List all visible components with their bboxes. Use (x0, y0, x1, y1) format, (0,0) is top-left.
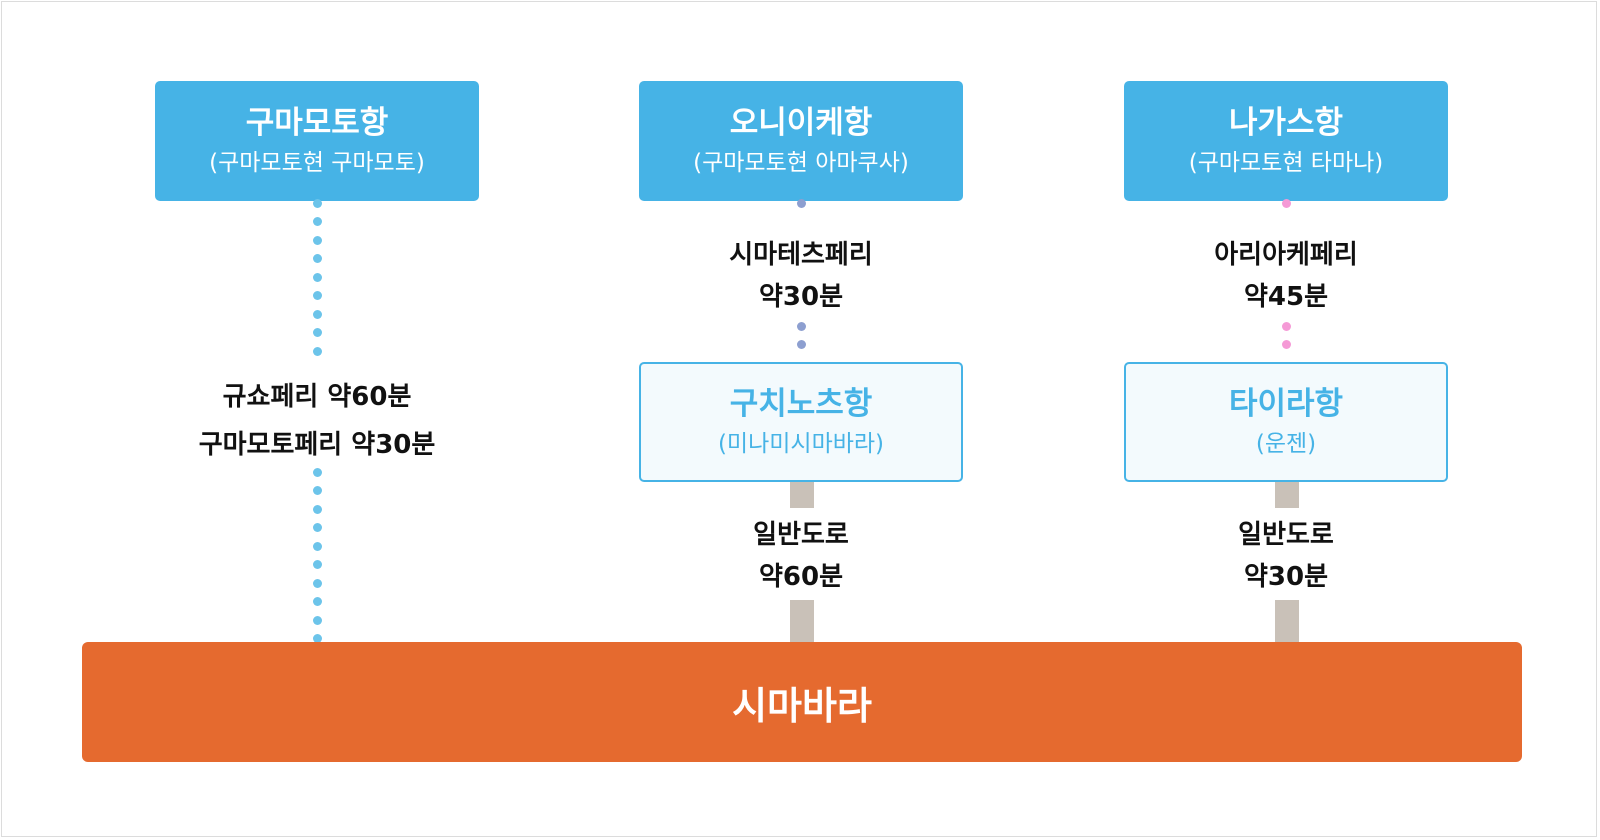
route-dot (312, 254, 322, 263)
route-dot (312, 235, 322, 245)
route-dot (312, 272, 322, 282)
route-dot (312, 217, 322, 226)
route-dot (312, 634, 322, 643)
route-label-line: 약30분 (758, 282, 844, 312)
route-label-left: 규쇼페리 약60분 구마모토페리 약30분 (167, 376, 467, 466)
destination-label: 시마바라 (732, 683, 872, 728)
port-box-kumamoto: 구마모토항 (구마모토현 구마모토) (155, 81, 479, 201)
route-dot (312, 523, 322, 532)
port-box-kuchinotsu: 구치노츠항 (미나미시마바라) (639, 362, 963, 482)
route-label-line: 구마모토페리 약30분 (198, 430, 436, 460)
road-segment-right-bottom (1275, 600, 1299, 642)
route-dot (796, 340, 806, 349)
port-location: (운젠) (1255, 431, 1317, 457)
route-dot (1281, 198, 1291, 208)
route-dot (312, 615, 322, 625)
route-label-right-ferry: 아리아케페리 약45분 (1146, 234, 1426, 318)
port-location: (구마모토현 타마나) (1188, 150, 1384, 176)
route-dot (312, 467, 322, 477)
port-location: (구마모토현 구마모토) (209, 150, 425, 176)
destination-bar: 시마바라 (82, 642, 1522, 762)
route-dot (312, 328, 322, 337)
route-label-line: 일반도로 (753, 520, 849, 550)
road-segment-right-top (1275, 482, 1299, 508)
route-label-line: 규쇼페리 약60분 (222, 382, 412, 412)
route-dot (312, 291, 322, 300)
route-dot (1281, 340, 1291, 349)
route-dot (312, 578, 322, 588)
route-dot (1281, 321, 1291, 331)
route-dot (312, 560, 322, 569)
route-dot (312, 486, 322, 495)
route-label-line: 약30분 (1243, 562, 1329, 592)
route-dot (312, 346, 322, 356)
route-label-line: 약60분 (758, 562, 844, 592)
route-dot (312, 309, 322, 319)
route-label-line: 시마테츠페리 (729, 240, 873, 270)
route-label-line: 일반도로 (1238, 520, 1334, 550)
route-dot (312, 597, 322, 606)
route-label-line: 아리아케페리 (1214, 240, 1358, 270)
route-label-middle-road: 일반도로 약60분 (661, 514, 941, 598)
road-segment-middle-bottom (790, 600, 814, 642)
road-segment-middle-top (790, 482, 814, 508)
port-name: 오니이케항 (729, 105, 873, 141)
route-label-middle-ferry: 시마테츠페리 약30분 (661, 234, 941, 318)
port-box-nagasu: 나가스항 (구마모토현 타마나) (1124, 81, 1448, 201)
port-box-oniike: 오니이케항 (구마모토현 아마쿠사) (639, 81, 963, 201)
port-name: 구마모토항 (245, 105, 389, 141)
route-dot (312, 198, 322, 208)
route-dot (312, 504, 322, 514)
port-name: 타이라항 (1228, 386, 1344, 422)
port-location: (구마모토현 아마쿠사) (693, 150, 909, 176)
port-name: 나가스항 (1228, 105, 1344, 141)
route-label-line: 약45분 (1243, 282, 1329, 312)
route-label-right-road: 일반도로 약30분 (1146, 514, 1426, 598)
port-location: (미나미시마바라) (717, 431, 885, 457)
port-box-taira: 타이라항 (운젠) (1124, 362, 1448, 482)
route-dot (796, 321, 806, 331)
route-dot (312, 541, 322, 551)
route-dot (796, 198, 806, 208)
port-name: 구치노츠항 (729, 386, 873, 422)
